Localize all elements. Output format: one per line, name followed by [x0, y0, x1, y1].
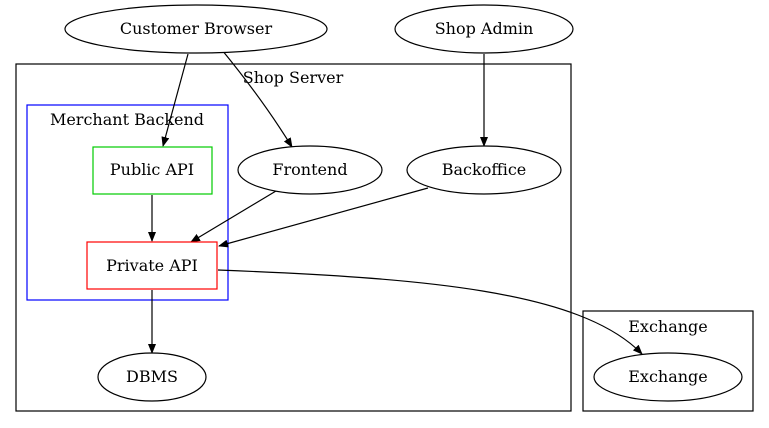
edge-backoffice-to-private-api [218, 187, 429, 248]
cluster-exchange-border [582, 310, 754, 412]
node-customer-browser-label: Customer Browser [120, 19, 273, 38]
edge-customer-browser-to-public-api [161, 53, 189, 147]
node-backoffice: Backoffice [406, 145, 562, 195]
cluster-merchant-backend-label: Merchant Backend [50, 110, 204, 129]
cluster-shop-server-border [15, 63, 572, 412]
edge-private-api-to-exchange [217, 269, 643, 355]
node-public-api-label: Public API [110, 160, 194, 179]
node-exchange: Exchange [593, 352, 743, 402]
node-private-api-shape [86, 241, 218, 290]
cluster-exchange: Exchange [582, 310, 754, 412]
node-shop-admin-shape [394, 4, 574, 54]
edge-frontend-to-private-api [190, 190, 277, 243]
node-dbms: DBMS [97, 352, 207, 402]
node-public-api: Public API [92, 146, 213, 195]
node-customer-browser: Customer Browser [64, 4, 328, 54]
node-backoffice-label: Backoffice [442, 160, 527, 179]
node-frontend-shape [237, 145, 383, 195]
node-frontend: Frontend [237, 145, 383, 195]
node-dbms-shape [97, 352, 207, 402]
node-exchange-shape [593, 352, 743, 402]
node-backoffice-shape [406, 145, 562, 195]
node-shop-admin-label: Shop Admin [435, 19, 534, 38]
cluster-exchange-label: Exchange [628, 317, 708, 336]
edge-customer-browser-to-frontend [221, 49, 293, 148]
node-private-api-label: Private API [106, 256, 198, 275]
node-exchange-label: Exchange [628, 367, 708, 386]
node-frontend-label: Frontend [272, 160, 347, 179]
node-private-api: Private API [86, 241, 218, 290]
edges [148, 49, 643, 355]
cluster-merchant-backend-border [26, 104, 229, 301]
cluster-shop-server-label: Shop Server [243, 68, 344, 87]
node-public-api-shape [92, 146, 213, 195]
cluster-shop-server: Shop Server [15, 63, 572, 412]
node-customer-browser-shape [64, 4, 328, 54]
cluster-merchant-backend: Merchant Backend [26, 104, 229, 301]
node-dbms-label: DBMS [126, 367, 178, 386]
node-shop-admin: Shop Admin [394, 4, 574, 54]
